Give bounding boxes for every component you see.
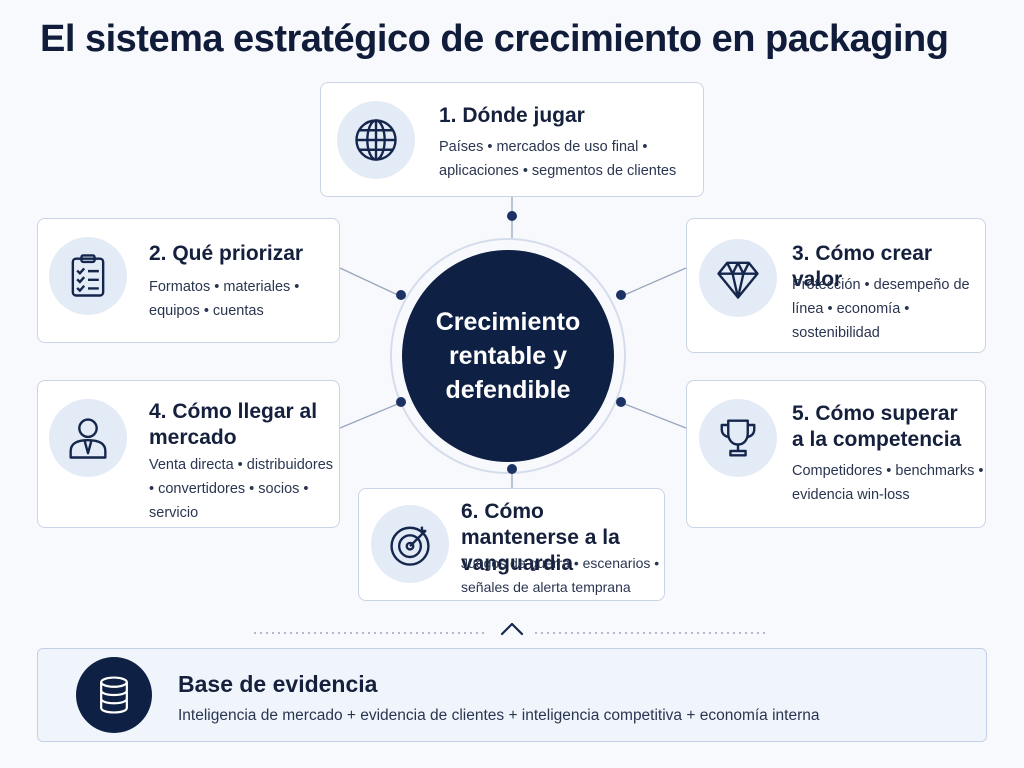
connector-dot-lower-right: [616, 397, 626, 407]
card-title: 2. Qué priorizar: [149, 242, 304, 265]
connector-dot-top: [507, 211, 517, 221]
card-title: 1. Dónde jugar: [439, 104, 585, 127]
chevron-up-icon: [500, 622, 524, 636]
connector-dot-lower-left: [396, 397, 406, 407]
base-description: Inteligencia de mercado + evidencia de c…: [178, 707, 820, 724]
card-description: Venta directa • distribuidores • convert…: [149, 457, 334, 521]
card-title: 5. Cómo superar a la competencia: [792, 402, 962, 451]
divider: [254, 622, 766, 636]
trophy-icon: [720, 419, 756, 457]
center-label: Crecimiento rentable y defendible: [435, 308, 581, 404]
base-panel: Base de evidencia Inteligencia de mercad…: [37, 648, 987, 742]
card-como-superar: 5. Cómo superar a la competencia Competi…: [686, 380, 986, 528]
card-que-priorizar: 2. Qué priorizar Formatos • materiales •…: [37, 218, 340, 343]
globe-icon: [355, 119, 397, 161]
card-title: 3. Cómo crear valor: [792, 242, 933, 291]
card-title: 6. Cómo mantenerse a la vanguardia: [461, 500, 620, 575]
card-description: Competidores • benchmarks • evidencia wi…: [792, 463, 984, 503]
page-title: El sistema estratégico de crecimiento en…: [40, 18, 949, 60]
businessperson-icon: [69, 418, 107, 459]
card-description: Protección • desempeño de línea • econom…: [792, 277, 970, 341]
diamond-icon: [717, 261, 759, 299]
card-title: 4. Cómo llegar al mercado: [149, 400, 318, 449]
database-icon: [100, 676, 128, 714]
center-hub: Crecimiento rentable y defendible: [402, 250, 614, 462]
connector-dot-bottom: [507, 464, 517, 474]
base-title: Base de evidencia: [178, 671, 378, 697]
card-como-crear-valor: 3. Cómo crear valor Protección • desempe…: [686, 218, 986, 353]
card-donde-jugar: 1. Dónde jugar Países • mercados de uso …: [320, 82, 704, 197]
card-como-mantenerse: 6. Cómo mantenerse a la vanguardia Juego…: [358, 488, 665, 601]
target-icon: [390, 526, 430, 566]
connector-dot-upper-left: [396, 290, 406, 300]
card-description: Juegos de guerra • escenarios • señales …: [461, 555, 660, 595]
card-description: Países • mercados de uso final • aplicac…: [439, 139, 677, 179]
connector-dot-upper-right: [616, 290, 626, 300]
card-como-llegar: 4. Cómo llegar al mercado Venta directa …: [37, 380, 340, 528]
card-description: Formatos • materiales • equipos • cuenta…: [149, 279, 300, 319]
clipboard-checklist-icon: [71, 254, 105, 297]
